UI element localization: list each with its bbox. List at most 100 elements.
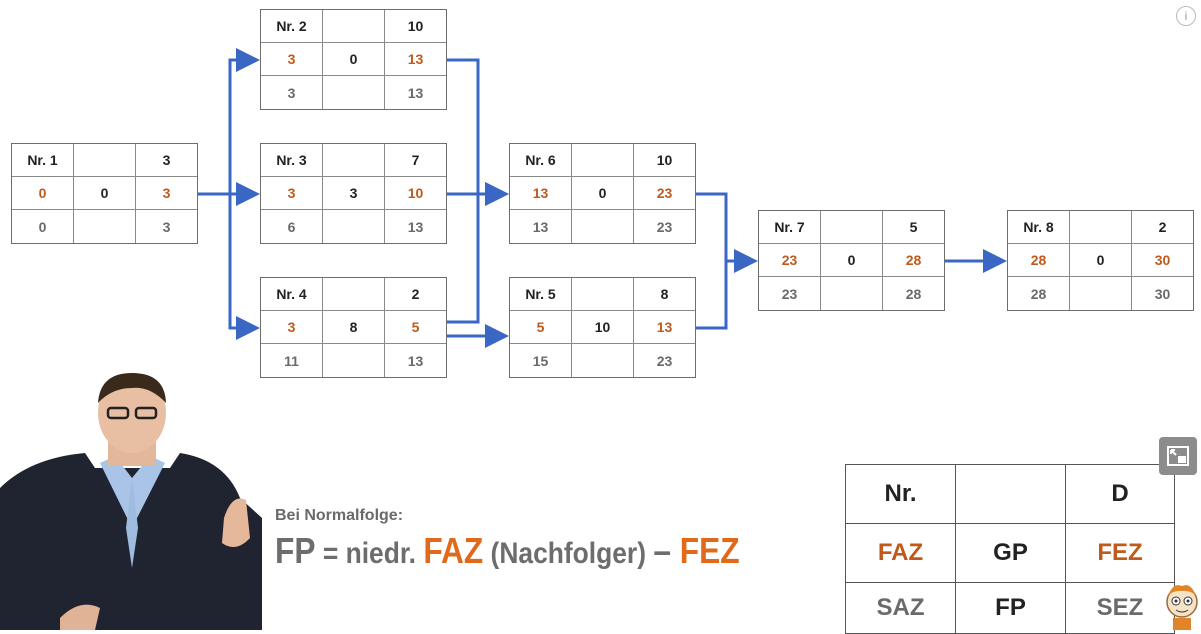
node-nr: Nr. 7 [759, 211, 821, 244]
arrow-n5-n7 [696, 261, 728, 330]
node-d: 10 [385, 10, 446, 43]
legend-faz: FAZ [846, 524, 956, 583]
node-gp: 0 [821, 244, 883, 277]
legend-blank [956, 465, 1066, 524]
node-blank [323, 10, 385, 43]
node-nr4: Nr. 4 2 3 8 5 11 13 [260, 277, 447, 378]
node-sez: 13 [407, 218, 424, 235]
legend-node: Nr. D FAZ GP FEZ SAZ FP SEZ [845, 464, 1175, 634]
node-fp [323, 210, 385, 243]
node-fez: 28 [883, 244, 944, 277]
node-blank [821, 211, 883, 244]
formula-dash: – [653, 530, 680, 571]
arrow-n1-n2 [228, 48, 260, 194]
node-blank [1070, 211, 1132, 244]
node-faz: 23 [759, 244, 821, 277]
picture-in-picture-icon[interactable] [1159, 437, 1197, 475]
legend-d: D [1066, 465, 1174, 524]
node-saz: 28 [1008, 277, 1070, 310]
node-nr6: Nr. 6 10 13 0 23 13 23 [509, 143, 696, 244]
node-d: 2 [385, 278, 446, 311]
node-sez: 28 [905, 285, 922, 302]
node-blank [572, 144, 634, 177]
node-gp: 0 [74, 177, 136, 210]
presenter-image [0, 373, 262, 630]
node-nr: Nr. 4 [261, 278, 323, 311]
node-blank [74, 144, 136, 177]
node-sez: 23 [656, 352, 673, 369]
node-saz: 15 [510, 344, 572, 377]
node-gp: 0 [572, 177, 634, 210]
node-fp [323, 344, 385, 377]
legend-gp: GP [956, 524, 1066, 583]
node-faz: 0 [12, 177, 74, 210]
formula-faz: FAZ [423, 530, 484, 571]
node-saz: 3 [261, 76, 323, 109]
node-nr5: Nr. 5 8 5 10 13 15 23 [509, 277, 696, 378]
node-gp: 0 [1070, 244, 1132, 277]
node-nr8: Nr. 8 2 28 0 30 28 30 [1007, 210, 1194, 311]
node-faz: 28 [1008, 244, 1070, 277]
legend-sez: SEZ [1096, 594, 1144, 621]
legend-fp: FP [956, 583, 1066, 633]
node-faz: 13 [510, 177, 572, 210]
node-faz: 5 [510, 311, 572, 344]
node-saz: 11 [261, 344, 323, 377]
node-gp: 3 [323, 177, 385, 210]
node-d: 5 [883, 211, 944, 244]
node-fez: 13 [634, 311, 695, 344]
node-nr1: Nr. 1 3 0 0 3 0 3 [11, 143, 198, 244]
node-sez: 13 [407, 84, 424, 101]
node-nr: Nr. 6 [510, 144, 572, 177]
legend-fez: FEZ [1066, 524, 1174, 583]
arrow-n1-n4 [228, 194, 260, 340]
node-sez: 3 [162, 218, 171, 235]
node-gp: 10 [572, 311, 634, 344]
node-faz: 3 [261, 311, 323, 344]
node-d: 7 [385, 144, 446, 177]
formula: FP = niedr. FAZ (Nachfolger) – FEZ [275, 530, 740, 572]
node-fez: 13 [385, 43, 446, 76]
node-fez: 5 [385, 311, 446, 344]
node-fp [1070, 277, 1132, 310]
node-d: 8 [634, 278, 695, 311]
node-fez: 23 [634, 177, 695, 210]
node-nr: Nr. 3 [261, 144, 323, 177]
node-sez: 23 [656, 218, 673, 235]
node-faz: 3 [261, 177, 323, 210]
node-nr7: Nr. 7 5 23 0 28 23 28 [758, 210, 945, 311]
formula-fez: FEZ [679, 530, 740, 571]
node-gp: 0 [323, 43, 385, 76]
node-blank [572, 278, 634, 311]
node-saz: 13 [510, 210, 572, 243]
node-fp [572, 344, 634, 377]
node-d: 10 [634, 144, 695, 177]
node-fez: 10 [385, 177, 446, 210]
node-sez: 13 [407, 352, 424, 369]
node-blank [323, 144, 385, 177]
node-saz: 23 [759, 277, 821, 310]
arrow-n4-n6 [447, 194, 480, 324]
node-saz: 0 [12, 210, 74, 243]
mascot-icon[interactable] [1163, 582, 1201, 630]
node-faz: 3 [261, 43, 323, 76]
node-d: 2 [1132, 211, 1193, 244]
node-d: 3 [136, 144, 197, 177]
node-fp [821, 277, 883, 310]
node-nr3: Nr. 3 7 3 3 10 6 13 [260, 143, 447, 244]
info-icon[interactable]: i [1176, 6, 1196, 26]
node-fp [323, 76, 385, 109]
node-nr: Nr. 5 [510, 278, 572, 311]
node-nr: Nr. 2 [261, 10, 323, 43]
formula-eq: = niedr. [315, 537, 424, 570]
formula-fp: FP [275, 530, 316, 571]
formula-nachfolger: (Nachfolger) [483, 537, 654, 570]
node-fp [572, 210, 634, 243]
node-saz: 6 [261, 210, 323, 243]
node-nr2: Nr. 2 10 3 0 13 3 13 [260, 9, 447, 110]
legend-saz: SAZ [846, 583, 956, 633]
arrow-n2-n6 [447, 58, 509, 206]
node-gp: 8 [323, 311, 385, 344]
legend-nr: Nr. [846, 465, 956, 524]
